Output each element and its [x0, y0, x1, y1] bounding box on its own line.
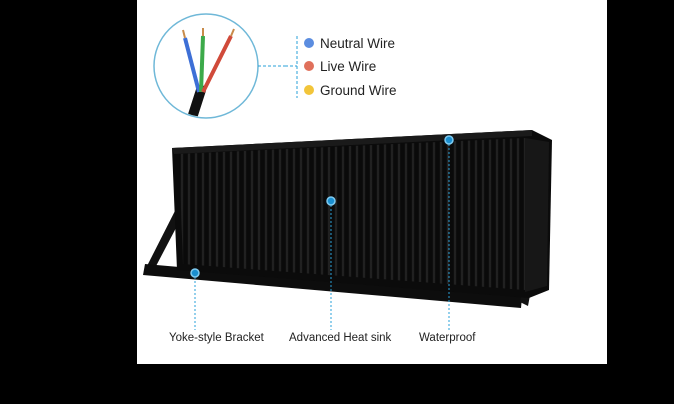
callout-heat-sink: Advanced Heat sink — [289, 332, 392, 344]
legend-item-ground: Ground Wire — [304, 81, 397, 99]
callout-waterproof: Waterproof — [419, 332, 476, 344]
legend-label: Live Wire — [320, 58, 377, 74]
legend-label: Ground Wire — [320, 82, 397, 98]
floodlight-housing — [172, 130, 552, 298]
neutral-dot-icon — [304, 38, 314, 48]
floodlight-photo — [143, 13, 552, 308]
callout-overlay — [190, 135, 454, 330]
callout-yoke-bracket: Yoke-style Bracket — [169, 332, 264, 344]
wire-inset — [153, 13, 298, 119]
legend-label: Neutral Wire — [320, 35, 396, 51]
live-dot-icon — [304, 61, 314, 71]
legend-item-neutral: Neutral Wire — [304, 34, 395, 52]
legend-item-live: Live Wire — [304, 57, 376, 75]
ground-dot-icon — [304, 85, 314, 95]
product-image-panel: Neutral Wire Live Wire Ground Wire Yoke-… — [137, 0, 607, 364]
bracket-marker — [190, 268, 200, 278]
heatsink-marker — [326, 196, 336, 206]
waterproof-marker — [444, 135, 454, 145]
